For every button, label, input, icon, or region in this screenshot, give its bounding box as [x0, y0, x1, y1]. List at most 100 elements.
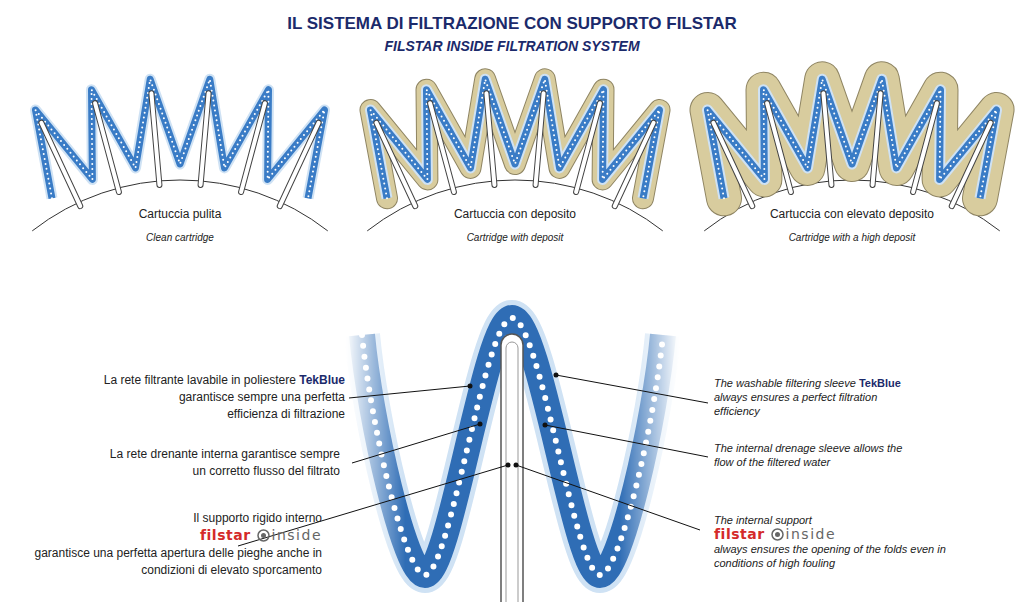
support-rod-outline: [376, 123, 415, 206]
support-rod-outline: [280, 123, 319, 206]
callout: La rete filtrante lavabile in poliestere…: [45, 372, 345, 423]
leader-dots: [468, 373, 559, 468]
support-rod: [486, 93, 494, 185]
logo-text: inside: [272, 527, 322, 543]
support-rod-outline: [873, 93, 881, 185]
support-rod-outline: [536, 93, 544, 185]
deposit-outline: [708, 79, 997, 198]
caption-english: Clean cartridge: [50, 232, 310, 243]
callout-text: always ensures the opening of the folds …: [714, 543, 946, 569]
support-rod-outline: [823, 93, 831, 185]
support-rod: [201, 93, 209, 185]
support-rod-outline: [952, 123, 991, 206]
deposit: [708, 79, 997, 198]
support-rod: [536, 93, 544, 185]
support-rod: [430, 103, 454, 192]
sleeve-outline: [371, 79, 660, 198]
title: IL SISTEMA DI FILTRAZIONE CON SUPPORTO F…: [0, 14, 1024, 34]
core-arc: [367, 180, 663, 231]
internal-support-rod-inner: [506, 342, 518, 602]
support-rod: [280, 123, 319, 206]
support-rod: [873, 93, 881, 185]
subtitle: FILSTAR INSIDE FILTRATION SYSTEM: [0, 38, 1024, 54]
sleeve-outline: [708, 79, 997, 198]
support-rod: [615, 123, 654, 206]
caption-english: Cartridge with deposit: [385, 232, 645, 243]
support-rod-outline: [41, 123, 80, 206]
support-rod-outline: [615, 123, 654, 206]
callout: Il supporto rigido interno filstar inside g…: [22, 510, 322, 579]
support-rod: [41, 123, 80, 206]
cartridge: [367, 79, 663, 231]
support-rod: [576, 103, 600, 192]
callout-text: Il supporto rigido interno: [193, 511, 322, 525]
support-rod-outline: [241, 103, 265, 192]
brand-name: TekBlue: [299, 373, 345, 387]
callout-line: The internal support: [714, 513, 1014, 527]
support-rod-outline: [767, 103, 791, 192]
callout-text: La rete filtrante lavabile in poliestere: [104, 373, 296, 387]
callout-text: The internal support: [714, 514, 812, 526]
callout-line: always ensures the opening of the folds …: [714, 542, 982, 570]
caption: Cartuccia pulita: [50, 207, 310, 221]
cartridge: [32, 79, 328, 231]
support-rod-outline: [95, 103, 119, 192]
mesh-dots: [371, 79, 660, 198]
cartridge-illustrations: [32, 79, 1000, 231]
internal-support-rod: [501, 334, 523, 602]
core-arc: [32, 180, 328, 231]
sleeve: [371, 79, 660, 198]
logo-text: filstar: [714, 526, 765, 542]
mesh-dots: [36, 79, 325, 198]
logo-icon: [771, 528, 784, 541]
sleeve: [36, 79, 325, 198]
support-rod: [95, 103, 119, 192]
callout-line: always ensures a perfect filtration effi…: [714, 390, 886, 418]
deposit-outline: [371, 79, 660, 198]
callout-text: always ensures a perfect filtration effi…: [714, 391, 877, 417]
mesh-dots: [708, 79, 997, 198]
brand-name: TekBlue: [859, 377, 901, 389]
caption: Cartuccia con deposito: [385, 207, 645, 221]
support-rod-outline: [486, 93, 494, 185]
support-rod-outline: [576, 103, 600, 192]
support-rod: [241, 103, 265, 192]
callout: The internal supportfilstarinsidealways …: [714, 513, 1014, 570]
callout-text: The internal drenage sleeve allows the f…: [714, 442, 902, 468]
cartridge: [704, 79, 1000, 231]
deposit: [371, 79, 660, 198]
caption-english: Cartridge with a high deposit: [722, 232, 982, 243]
callout-line: filstar inside: [22, 527, 322, 545]
support-rod-outline: [913, 103, 937, 192]
callout: La rete drenante interna garantisce semp…: [40, 446, 340, 480]
callout-line: Il supporto rigido interno: [22, 510, 322, 527]
support-rod: [767, 103, 791, 192]
support-rod: [151, 93, 159, 185]
support-rod: [913, 103, 937, 192]
support-rod-outline: [713, 123, 752, 206]
support-rod: [713, 123, 752, 206]
callout: The washable filtering sleeve TekBluealw…: [714, 376, 1014, 418]
callout: The internal drenage sleeve allows the f…: [714, 441, 1014, 469]
sleeve-outline: [36, 79, 325, 198]
callout-line: The internal drenage sleeve allows the f…: [714, 441, 919, 469]
sleeve: [708, 79, 997, 198]
caption: Cartuccia con elevato deposito: [722, 207, 982, 221]
callout-line: garantisce sempre una perfetta efficienz…: [145, 389, 345, 423]
callout-line: La rete filtrante lavabile in poliestere…: [45, 372, 345, 389]
support-rod-outline: [201, 93, 209, 185]
support-rod: [952, 123, 991, 206]
logo-text: filstar: [200, 527, 251, 543]
support-rod-outline: [430, 103, 454, 192]
callout-text: La rete drenante interna garantisce semp…: [110, 447, 340, 478]
callout-line: The washable filtering sleeve TekBlue: [714, 376, 1014, 390]
callout-line: filstarinside: [714, 527, 1014, 542]
callout-line: garantisce una perfetta apertura delle p…: [30, 545, 322, 579]
callout-text: garantisce sempre una perfetta efficienz…: [179, 390, 345, 421]
callout-text: garantisce una perfetta apertura delle p…: [34, 546, 322, 577]
support-rod-outline: [151, 93, 159, 185]
callout-line: La rete drenante interna garantisce semp…: [108, 446, 340, 480]
support-rod: [376, 123, 415, 206]
logo-icon: [257, 529, 270, 542]
